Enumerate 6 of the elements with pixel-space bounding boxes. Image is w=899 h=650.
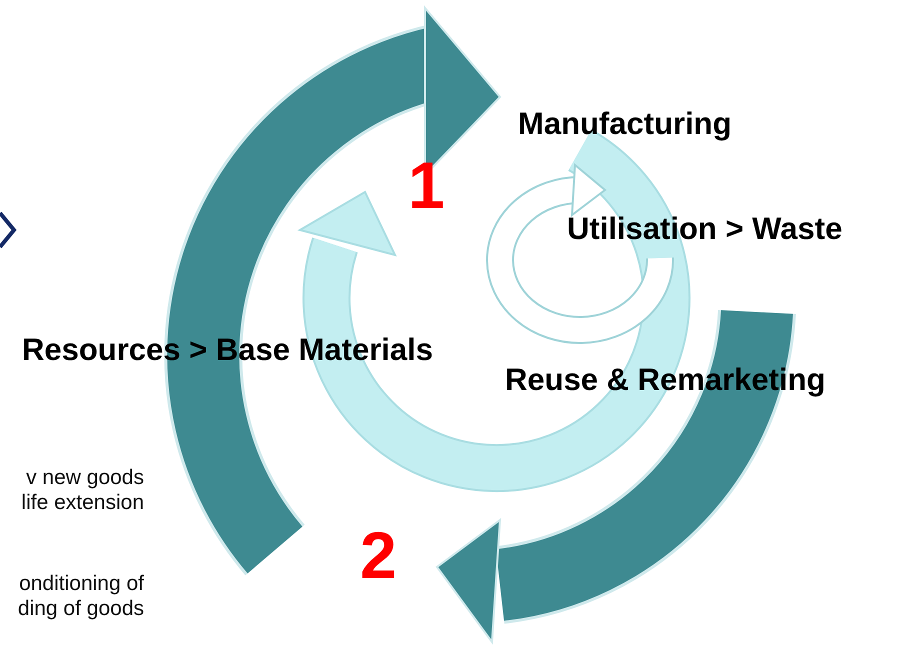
note-text: v new goods life extension <box>20 465 144 515</box>
step-number: 2 <box>360 522 397 588</box>
step-number: 1 <box>408 152 445 218</box>
stage-label: Manufacturing <box>518 108 732 139</box>
note-text: onditioning of ding of goods <box>16 571 144 621</box>
stage-label: Utilisation > Waste <box>567 213 842 244</box>
